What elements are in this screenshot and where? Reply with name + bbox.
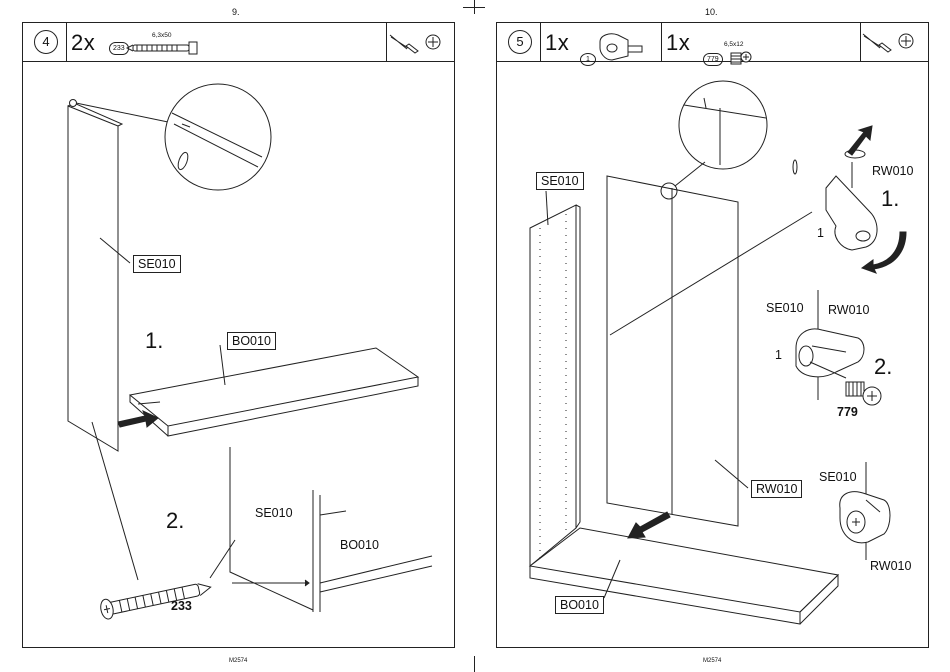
bottom-label-side: SE010: [819, 470, 857, 484]
label-side-panel: SE010: [536, 172, 584, 190]
label-door-panel: RW010: [751, 480, 802, 498]
hinge-number-top: 1: [817, 226, 824, 240]
hinge-door-label-top: RW010: [872, 164, 913, 178]
mid-screw-label: 779: [837, 405, 858, 419]
mid-label-door: RW010: [828, 303, 869, 317]
bottom-label-door: RW010: [870, 559, 911, 573]
instruction-step-2: 2.: [874, 354, 892, 380]
label-bottom-panel: BO010: [555, 596, 604, 614]
mid-label-side: SE010: [766, 301, 804, 315]
instruction-step-1: 1.: [881, 186, 899, 212]
hinge-number-mid: 1: [775, 348, 782, 362]
